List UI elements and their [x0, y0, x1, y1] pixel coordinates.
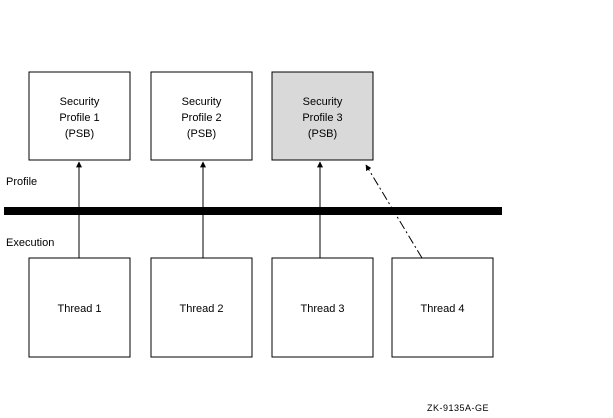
profile-box-3: Security Profile 3 (PSB) [271, 71, 374, 161]
profile-1-line-1: Security [60, 96, 100, 108]
profile-3-line-3: (PSB) [308, 128, 337, 140]
profile-2-line-1: Security [182, 96, 222, 108]
thread-box-4-frame [391, 257, 494, 358]
profile-box-2: Security Profile 2 (PSB) [150, 71, 253, 161]
figure-id: ZK-9135A-GE [427, 403, 489, 413]
profile-1-line-3: (PSB) [65, 128, 94, 140]
profile-box-1-frame [28, 71, 131, 161]
profile-execution-boundary [4, 207, 502, 215]
execution-label: Execution [6, 237, 54, 249]
thread-box-2: Thread 2 [150, 257, 253, 358]
profile-2-line-3: (PSB) [187, 128, 216, 140]
thread-box-4: Thread 4 [391, 257, 494, 358]
thread-2-label: Thread 2 [179, 303, 223, 315]
profile-3-line-1: Security [303, 96, 343, 108]
thread-box-2-frame [150, 257, 253, 358]
thread-3-label: Thread 3 [300, 303, 344, 315]
profile-box-3-frame [271, 71, 374, 161]
thread-box-3: Thread 3 [271, 257, 374, 358]
thread-1-label: Thread 1 [57, 303, 101, 315]
thread-box-1-frame [28, 257, 131, 358]
thread-4-label: Thread 4 [420, 303, 464, 315]
thread-box-1: Thread 1 [28, 257, 131, 358]
profile-label: Profile [6, 176, 37, 188]
profile-box-1: Security Profile 1 (PSB) [28, 71, 131, 161]
profile-3-line-2: Profile 3 [302, 112, 342, 124]
thread-box-3-frame [271, 257, 374, 358]
profile-1-line-2: Profile 1 [59, 112, 99, 124]
profile-2-line-2: Profile 2 [181, 112, 221, 124]
profile-box-2-frame [150, 71, 253, 161]
